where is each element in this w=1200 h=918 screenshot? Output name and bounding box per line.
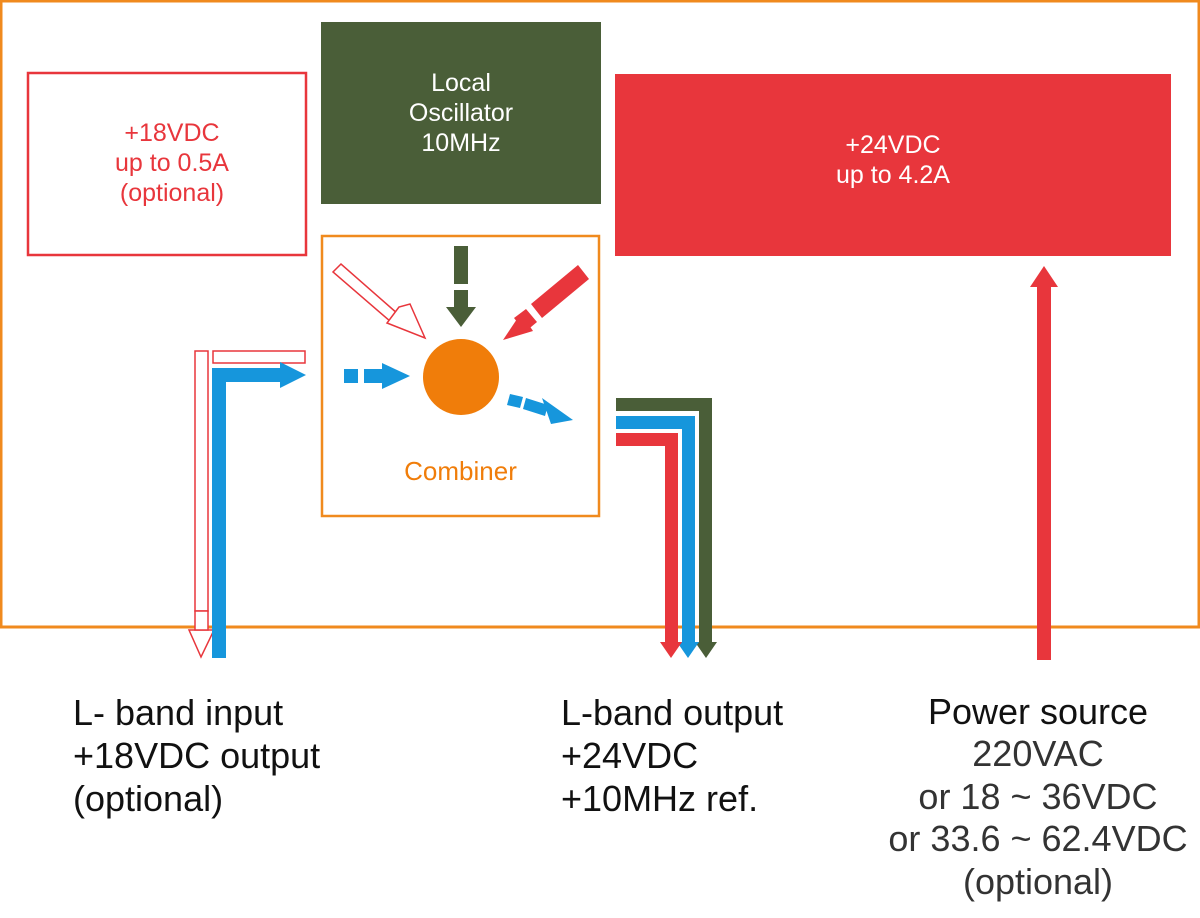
combiner-node <box>423 339 499 415</box>
dc18-supply-label: +18VDC up to 0.5A (optional) <box>28 108 316 218</box>
oscillator-to-combiner-arrow <box>446 246 476 327</box>
combiner-to-output-arrow <box>507 394 573 424</box>
power-line1: Power source <box>927 691 1149 732</box>
lo-line1: Local <box>431 69 491 97</box>
power-line4: or 33.6 ~ 62.4VDC <box>888 818 1188 860</box>
dc24-supply-box <box>615 74 1171 256</box>
dc18-line2: up to 0.5A <box>115 149 229 177</box>
dc18-to-combiner-arrow <box>331 262 427 340</box>
power-line2: 220VAC <box>972 733 1104 775</box>
output-line3: +10MHz ref. <box>561 778 759 820</box>
dc24-line1: +24VDC <box>845 131 941 159</box>
dc18-supply-box <box>26 71 308 257</box>
input-label: L- band input +18VDC output (optional) <box>73 691 320 821</box>
lband-input-path <box>212 362 306 658</box>
power-source-arrow <box>1030 266 1058 660</box>
dc24-supply-label: +24VDC up to 4.2A <box>615 120 1171 200</box>
power-line3: or 18 ~ 36VDC <box>918 775 1158 817</box>
output-line1: L-band output <box>561 692 784 733</box>
output-line2: +24VDC <box>561 735 699 777</box>
input-line2: +18VDC output <box>73 735 321 777</box>
combiner-label: Combiner <box>322 452 599 492</box>
dc24-line2: up to 4.2A <box>836 161 950 189</box>
local-oscillator-label: Local Oscillator 10MHz <box>321 58 601 168</box>
lo-line3: 10MHz <box>421 129 501 157</box>
power-line5: (optional) <box>962 860 1114 902</box>
combiner-text: Combiner <box>404 456 517 487</box>
input-line3: (optional) <box>73 778 224 820</box>
lo-line2: Oscillator <box>408 99 514 127</box>
dc18-line1: +18VDC <box>124 119 220 147</box>
ref-10mhz-output-path <box>616 398 717 658</box>
dc18-output-path <box>187 350 306 659</box>
input-line1: L- band input <box>73 692 284 733</box>
output-label: L-band output +24VDC +10MHz ref. <box>561 691 783 821</box>
dc24-to-combiner-arrow <box>503 265 589 340</box>
input-to-combiner-arrow <box>344 363 410 389</box>
power-source-label: Power source 220VAC or 18 ~ 36VDC or 33.… <box>878 691 1198 903</box>
dc24-output-path <box>616 433 682 658</box>
enclosure-outline <box>0 0 1200 629</box>
lband-output-path <box>616 416 699 658</box>
dc18-line3: (optional) <box>119 179 225 207</box>
local-oscillator-box <box>321 22 601 204</box>
